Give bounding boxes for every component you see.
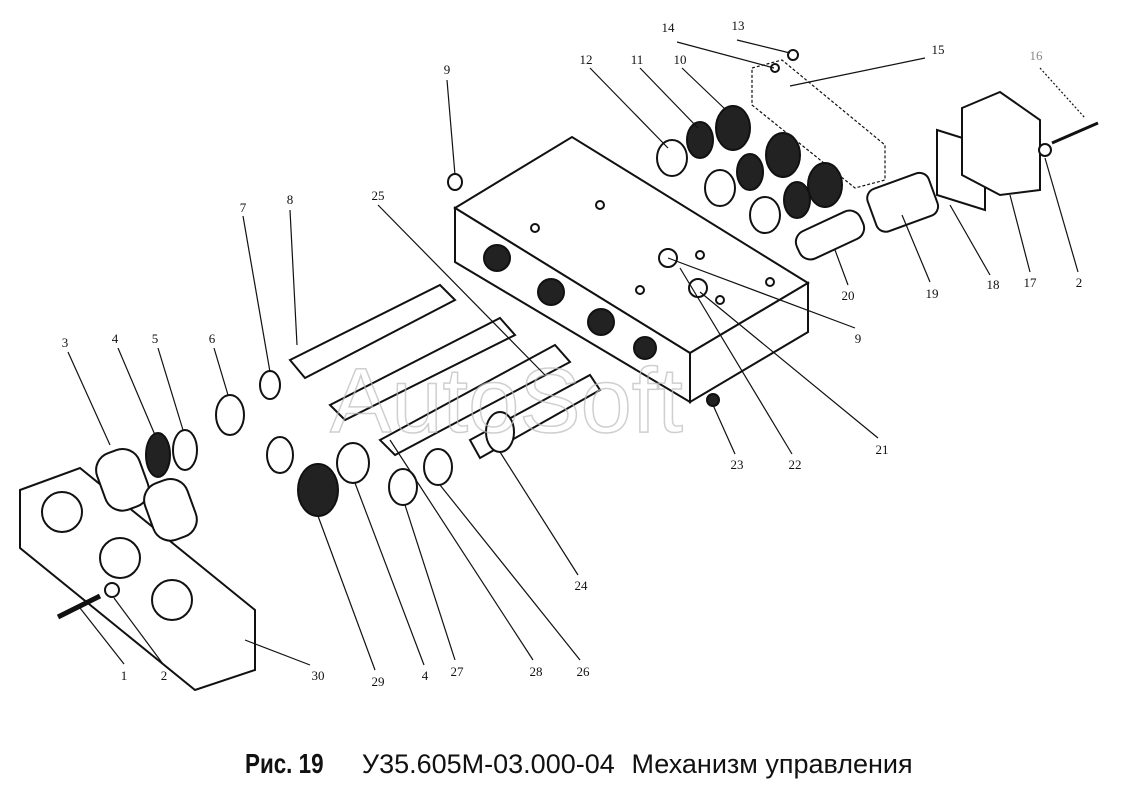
callout-9-lower: 9 (855, 331, 862, 346)
bolt-1 (56, 593, 102, 620)
callout-17: 17 (1024, 275, 1038, 290)
callout-30: 30 (312, 668, 325, 683)
figure-caption: Рис. 19 У35.605М-03.000-04 Механизм упра… (245, 748, 913, 780)
callout-2-left: 2 (161, 668, 168, 683)
callout-6: 6 (209, 331, 216, 346)
figure-title: Механизм управления (631, 749, 913, 779)
callout-10: 10 (674, 52, 687, 67)
callout-9: 9 (444, 62, 451, 77)
watermark: AutoSoft (330, 350, 683, 452)
callout-21: 21 (876, 442, 889, 457)
callout-23: 23 (731, 457, 744, 472)
figure-code: У35.605М-03.000-04 (361, 749, 615, 779)
valve-body-block (453, 135, 810, 404)
callout-14: 14 (662, 20, 676, 35)
right-assembly (656, 49, 1099, 261)
callout-27: 27 (451, 664, 465, 679)
callout-15: 15 (932, 42, 945, 57)
gasket-15 (751, 59, 886, 189)
callout-4-lower: 4 (422, 668, 429, 683)
callout-25: 25 (372, 188, 385, 203)
figure-label: Рис. 19 (245, 748, 324, 779)
callout-labels: 9 12 11 10 14 13 15 16 20 19 18 17 2 9 2… (62, 18, 1083, 689)
callout-12: 12 (580, 52, 593, 67)
leader-lines (67, 39, 1086, 671)
callout-11: 11 (631, 52, 644, 67)
callout-8: 8 (287, 192, 294, 207)
callout-3: 3 (62, 335, 69, 350)
callout-13: 13 (732, 18, 745, 33)
callout-16: 16 (1030, 48, 1044, 63)
callout-5: 5 (152, 331, 159, 346)
callout-24: 24 (575, 578, 589, 593)
callout-29: 29 (372, 674, 385, 689)
callout-4: 4 (112, 331, 119, 346)
callout-19: 19 (926, 286, 939, 301)
callout-1: 1 (121, 668, 128, 683)
callout-22: 22 (789, 457, 802, 472)
callout-2-right: 2 (1076, 275, 1083, 290)
callout-26: 26 (577, 664, 591, 679)
callout-20: 20 (842, 288, 855, 303)
callout-18: 18 (987, 277, 1000, 292)
callout-7: 7 (240, 200, 247, 215)
callout-28: 28 (530, 664, 543, 679)
